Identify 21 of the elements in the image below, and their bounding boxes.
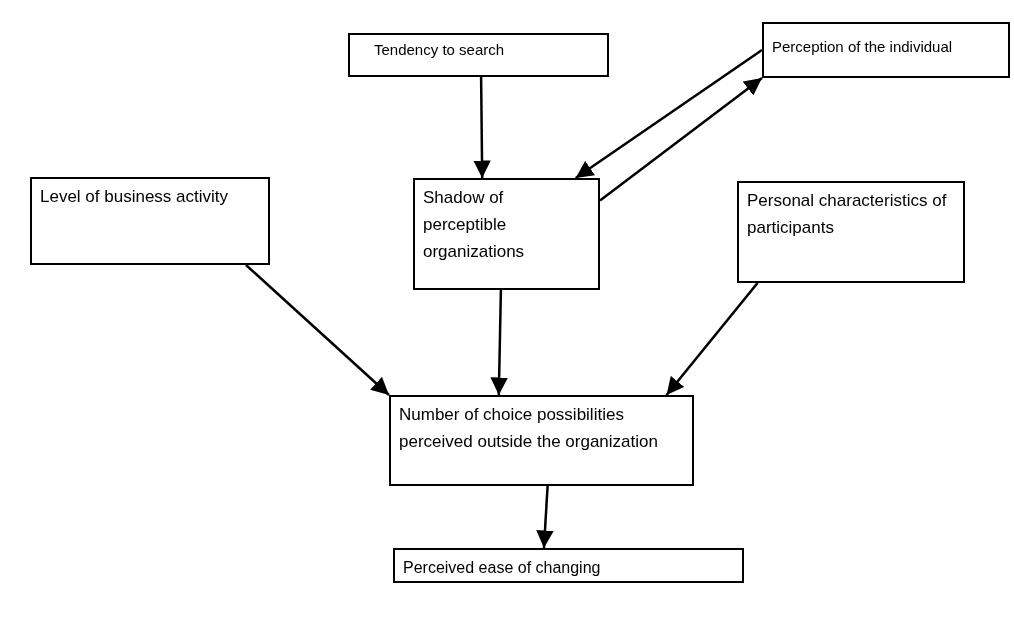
concept-box [348, 33, 609, 77]
arrow [473, 77, 491, 178]
box-text: Shadow of perceptible organizations [423, 187, 526, 264]
arrow [599, 77, 763, 202]
concept-box [393, 548, 744, 583]
arrow [490, 289, 508, 396]
concept-box [737, 181, 965, 283]
concept-box [762, 22, 1010, 78]
concept-box [30, 177, 270, 265]
box-text: Level of business activity [40, 186, 230, 208]
box-text: Personal characteristics of participants [747, 190, 948, 240]
box-text: Number of choice possibilities perceived outside the organization [399, 404, 659, 454]
box-text: Perceived ease of changing [403, 558, 602, 578]
concept-box [389, 395, 694, 486]
arrow [245, 264, 390, 396]
box-text: Tendency to search [374, 40, 506, 60]
arrow [536, 485, 554, 549]
concept-box [413, 178, 600, 290]
arrow [575, 48, 763, 180]
arrow [665, 282, 759, 396]
box-text: Perception of the individual [772, 37, 954, 57]
